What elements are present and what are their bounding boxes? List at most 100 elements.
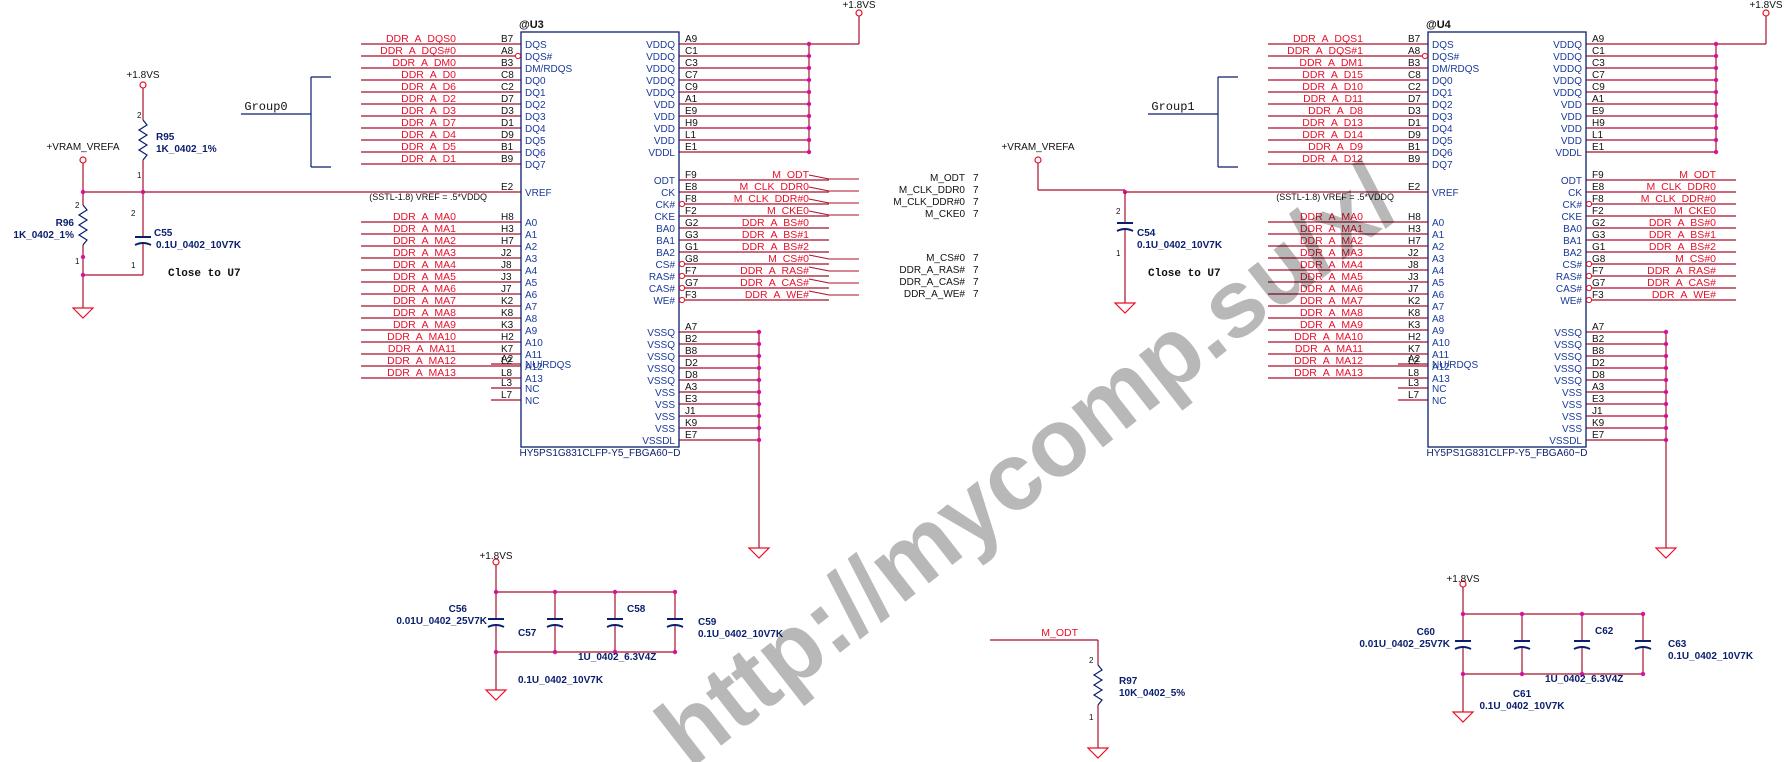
group-label: Group0 [244, 100, 287, 114]
junction-dot [1713, 89, 1719, 95]
pin-name-label: VSS [655, 424, 675, 435]
pin-number-label: H9 [1592, 118, 1605, 129]
pin-number-label: E3 [685, 394, 698, 405]
pin-name-label: CK# [1563, 200, 1583, 211]
c56-refdes: C56 [449, 604, 468, 615]
junction-dot [1579, 611, 1585, 617]
junction-dot [1663, 341, 1669, 347]
pin-number-label: L7 [1408, 390, 1420, 401]
power-symbol-1v8 [1459, 580, 1467, 588]
pin-number-label: A1 [685, 94, 698, 105]
offsheet-net-label: M_ODT [930, 173, 965, 184]
pin-number-label: H3 [1408, 224, 1421, 235]
net-label: DDR_A_BS#0 [742, 217, 809, 229]
vref-note: (SSTL-1.8) VREF = .5*VDDQ [1276, 192, 1394, 202]
pin-number-label: F3 [1592, 290, 1604, 301]
c61-refdes: C61 [1513, 689, 1532, 700]
net-label: DDR_A_MA6 [1300, 283, 1363, 295]
pin-number-label: F2 [685, 206, 697, 217]
net-label: M_CKE0 [767, 205, 809, 217]
net-label: DDR_A_BS#2 [1649, 241, 1716, 253]
pin-number-label: E7 [685, 430, 698, 441]
offsheet-net-label: M_CLK_DDR0 [899, 185, 966, 196]
junction-dot [1579, 671, 1585, 677]
pin-number-label: B3 [1408, 58, 1421, 69]
c62-capacitor-plate [1573, 646, 1591, 650]
junction-dot [756, 365, 762, 371]
pin-number-label: B8 [1592, 346, 1605, 357]
inversion-bubble [678, 296, 686, 304]
inversion-bubble [678, 200, 686, 208]
wires-layer [82, 16, 1767, 740]
offsheet-connector [808, 254, 859, 260]
net-label: DDR_A_DM1 [1299, 57, 1363, 69]
pin-name-label: DQ1 [525, 88, 546, 99]
pin-number-label: D3 [501, 106, 514, 117]
junction-dot [756, 341, 762, 347]
pin-number-label: E2 [1408, 182, 1421, 193]
pin-number-label: F3 [685, 290, 697, 301]
pin-number-label: H2 [501, 332, 514, 343]
pin-number-label: K3 [1408, 320, 1421, 331]
r96-value: 1K_0402_1% [13, 230, 74, 241]
offsheet-net-label: DDR_A_WE# [904, 289, 966, 300]
pin-number-label: E9 [685, 106, 698, 117]
pin-name-label: DQ5 [525, 136, 546, 147]
net-label: DDR_A_D0 [401, 69, 456, 81]
pin-number-label: A9 [685, 34, 698, 45]
pin-number-label: 1 [137, 171, 142, 180]
pin-name-label: ODT [654, 176, 675, 187]
pin-name-label: VREF [1432, 188, 1459, 199]
pin-number-label: L8 [1408, 368, 1420, 379]
c63-value: 0.1U_0402_10V7K [1668, 651, 1754, 662]
net-label: DDR_A_BS#0 [1649, 217, 1716, 229]
junction-dot [756, 329, 762, 335]
c59-refdes: C59 [698, 617, 717, 628]
ground-symbol [484, 689, 508, 701]
pin-name-label: VDDQ [1553, 76, 1582, 87]
pin-name-label: DQ3 [1432, 112, 1453, 123]
net-label: DDR_A_D12 [1302, 153, 1363, 165]
pin-number-label: B2 [1592, 334, 1605, 345]
offsheet-connector [808, 278, 859, 284]
pin-number-label: E1 [685, 142, 698, 153]
junction-dot [806, 89, 812, 95]
pin-number-label: C8 [1408, 70, 1421, 81]
pin-name-label: VSS [1562, 424, 1582, 435]
pin-number-label: 1 [131, 261, 136, 270]
pin-number-label: D7 [501, 94, 514, 105]
net-label: DDR_A_MA13 [1294, 367, 1363, 379]
pin-number-label: G7 [685, 278, 699, 289]
power-net-label: +1.8VS [126, 70, 159, 81]
pin-number-label: G2 [685, 218, 699, 229]
pin-name-label: A9 [1432, 326, 1445, 337]
pin-name-label: A2 [525, 242, 538, 253]
pin-number-label: F9 [1592, 170, 1604, 181]
pin-number-label: F8 [1592, 194, 1604, 205]
pin-name-label: A13 [1432, 374, 1450, 385]
net-label: DDR_A_MA12 [387, 355, 456, 367]
offsheet-sheet-ref: 7 [973, 289, 979, 300]
pin-number-label: B9 [501, 154, 514, 165]
pin-number-label: L2 [1408, 356, 1420, 367]
junction-dot [1713, 41, 1719, 47]
net-label: DDR_A_MA0 [393, 211, 456, 223]
net-label: M_CS#0 [768, 253, 809, 265]
pin-name-label: VDDQ [1553, 88, 1582, 99]
ground-symbol [747, 547, 771, 559]
r97-value: 10K_0402_5% [1119, 688, 1185, 699]
pin-number-label: D2 [1592, 358, 1605, 369]
pin-number-label: G8 [1592, 254, 1606, 265]
pin-name-label: VDDQ [646, 64, 675, 75]
net-label: DDR_A_D7 [401, 117, 456, 129]
junction-dot [1640, 611, 1646, 617]
net-label: DDR_A_D4 [401, 129, 456, 141]
pin-number-label: G1 [685, 242, 699, 253]
pin-name-label: DM/RDQS [1432, 64, 1480, 75]
c54-capacitor-plate [1116, 228, 1134, 232]
pin-number-label: K2 [501, 296, 514, 307]
pin-name-label: A7 [1432, 302, 1445, 313]
parts-layer [71, 9, 1770, 759]
offsheet-net-label: M_CS#0 [926, 253, 965, 264]
